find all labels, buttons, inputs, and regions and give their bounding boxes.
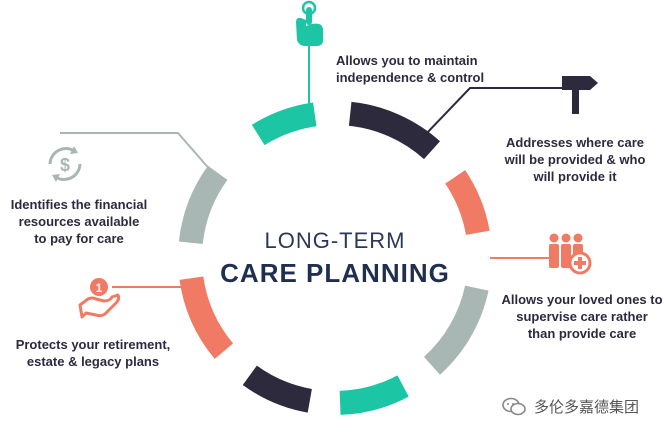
ring-segment-navy-top bbox=[348, 101, 441, 160]
watermark-text: 多伦多嘉德集团 bbox=[534, 399, 640, 416]
center-subtitle: CARE PLANNING bbox=[220, 258, 450, 288]
ring-segment-gray-left bbox=[178, 165, 228, 245]
label-independence: Allows you to maintain independence & co… bbox=[336, 53, 485, 85]
ring-segment-teal-top bbox=[251, 102, 317, 146]
connector-where-care bbox=[424, 87, 580, 136]
svg-text:$: $ bbox=[60, 155, 70, 175]
label-financial: Identifies the financial resources avail… bbox=[10, 197, 148, 246]
hand-pointer-icon bbox=[296, 0, 323, 46]
ring-segment-navy-bottom bbox=[242, 365, 313, 413]
ring-segment-coral-right bbox=[445, 170, 490, 236]
center-title: LONG-TERM bbox=[264, 228, 406, 253]
wechat-icon bbox=[502, 397, 526, 415]
connector-independence bbox=[284, 32, 310, 121]
dollar-cycle-icon: $ bbox=[48, 146, 82, 182]
ring-segment-teal-bottom bbox=[339, 375, 409, 415]
connector-financial bbox=[60, 132, 213, 173]
label-where-care: Addresses where care will be provided & … bbox=[504, 135, 646, 184]
ring-segment-coral-left bbox=[179, 276, 234, 359]
ring bbox=[178, 101, 490, 415]
hand-coin-icon: 1 bbox=[78, 278, 121, 319]
watermark: 多伦多嘉德集团 bbox=[502, 396, 639, 417]
people-plus-icon bbox=[549, 233, 592, 275]
svg-text:1: 1 bbox=[96, 281, 103, 295]
connectors bbox=[60, 32, 580, 288]
signpost-icon bbox=[562, 76, 598, 114]
label-protects: Protects your retirement, estate & legac… bbox=[15, 337, 171, 369]
ring-segment-gray-right bbox=[423, 285, 489, 375]
label-loved-ones: Allows your loved ones to supervise care… bbox=[501, 292, 663, 341]
